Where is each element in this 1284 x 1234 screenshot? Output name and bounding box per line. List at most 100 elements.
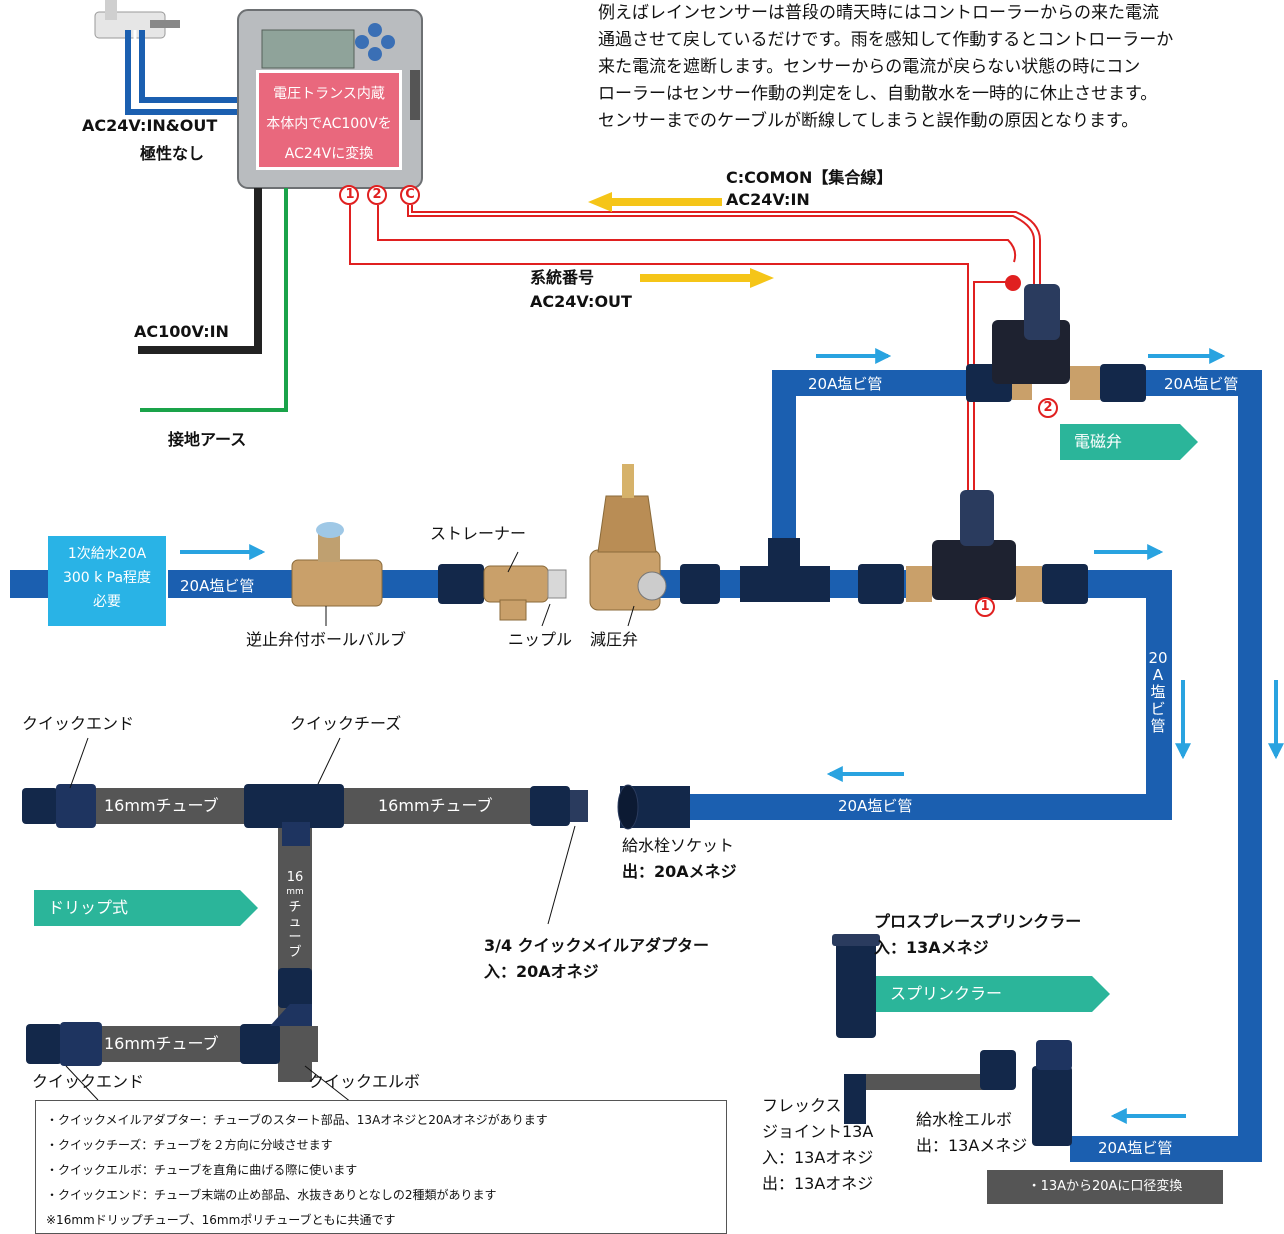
controller-box-line: AC24Vに変換 — [284, 146, 374, 162]
pipe-label-riser: 20A塩ビ管 — [804, 374, 887, 394]
nipple-icon — [547, 569, 567, 599]
tube-label-vertical: 16 mm チ ュ ー ブ — [285, 870, 305, 960]
paragraph-line: 来た電流を遮断します。センサーからの電流が戻らない状態の時にコン — [598, 57, 1141, 77]
quick-elbow-label: クイックエルボ — [308, 1072, 421, 1091]
terminal-1-label: 1 — [345, 187, 355, 202]
paragraph-line: ローラーはセンサー作動の判定をし、自動散水を一時的に休止させます。 — [598, 84, 1158, 104]
vchar: ー — [288, 930, 302, 945]
pipe-label-right-top: 20A塩ビ管 — [1160, 374, 1243, 394]
paragraph-line: センサーまでのケーブルが断線してしまうと誤作動の原因となります。 — [598, 111, 1139, 131]
pressure-reducing-valve-icon — [589, 464, 667, 611]
pipe-label-bottom-right: 20A塩ビ管 — [1094, 1138, 1177, 1158]
valve-1-number: 1 — [980, 599, 990, 614]
nipple-label: ニップル — [508, 630, 573, 649]
solenoid-valve-1-icon — [906, 490, 1088, 604]
note-line: ※16mmドリップチューブ、16mmポリチューブともに共通です — [46, 1213, 396, 1227]
controller-box-line: 電圧トランス内蔵 — [273, 86, 385, 102]
tag-sprinkler: スプリンクラー — [876, 976, 1110, 1012]
system-ac-label: AC24V:OUT — [530, 292, 632, 311]
sensor-cable — [125, 30, 240, 115]
tag-solenoid: 電磁弁 — [1060, 424, 1198, 460]
coupler — [278, 968, 312, 1008]
vchar: 20 — [1148, 649, 1168, 667]
tag-drip: ドリップ式 — [34, 890, 258, 926]
coupler — [680, 564, 720, 604]
note-line: ・クイックエルボ：チューブを直角に曲げる際に使います — [46, 1163, 358, 1177]
hydrant-elbow-icon — [980, 1040, 1072, 1146]
quick-elbow-icon — [240, 1004, 312, 1064]
vchar: A — [1152, 666, 1164, 684]
comon-ac-label: AC24V:IN — [726, 190, 810, 209]
supply-info-box: 1次給水20A 300 k Pa程度 必要 — [48, 536, 166, 626]
terminal-2-label: 2 — [372, 187, 382, 202]
diameter-conversion-note: ・13Aから20Aに口径変換 — [987, 1170, 1223, 1204]
pro-spray-sprinkler-icon — [832, 934, 880, 1038]
vchar: ビ — [1150, 700, 1166, 718]
tube-label-top-left: 16mmチューブ — [104, 796, 219, 815]
hydrant-socket-spec: 出：20Aメネジ — [622, 862, 737, 881]
tube-label-bottom: 16mmチューブ — [104, 1034, 219, 1053]
ground-label: 接地アース — [168, 430, 247, 449]
explanation-paragraph: 例えばレインセンサーは普段の晴天時にはコントローラーからの来た電流 通過させて戻… — [598, 0, 1173, 135]
vchar: 16 — [286, 870, 304, 885]
pipe-label-vertical: 20 A 塩 ビ 管 — [1148, 650, 1168, 735]
flex-joint-icon — [844, 1074, 986, 1124]
hydrant-socket-label: 給水栓ソケット — [622, 836, 735, 855]
pipe-label-inlet: 20A塩ビ管 — [176, 576, 259, 596]
quick-end-top-label: クイックエンド — [22, 714, 135, 733]
ac24-polarity-label: 極性なし — [140, 144, 205, 163]
ac100-label: AC100V:IN — [134, 322, 229, 341]
vchar: ブ — [288, 945, 302, 960]
flex-joint-label-4: 出：13Aオネジ — [762, 1174, 874, 1193]
coupler — [438, 564, 484, 604]
quick-end-top-icon — [22, 784, 96, 828]
wire-junction-dot — [1005, 275, 1021, 291]
quick-tees-icon — [244, 784, 344, 846]
strainer-label: ストレーナー — [430, 524, 527, 543]
ball-valve-label: 逆止弁付ボールバルブ — [246, 630, 407, 649]
sensor-cable-2 — [139, 30, 240, 103]
vchar: 管 — [1150, 717, 1166, 735]
supply-line: 1次給水20A — [67, 546, 147, 562]
solenoid-valve-2-icon — [966, 284, 1146, 402]
vchar: チ — [288, 900, 302, 915]
wire-terminal-2 — [377, 205, 1017, 263]
flex-joint-label-2: ジョイント13A — [762, 1122, 874, 1141]
output-arrow — [640, 268, 774, 288]
valve-2-number: 2 — [1043, 400, 1053, 415]
vchar: 塩 — [1150, 683, 1166, 701]
note-line: ・クイックメイルアダプター：チューブのスタート部品、13Aオネジと20Aオネジが… — [46, 1113, 548, 1127]
note-line: ・クイックチーズ：チューブを２方向に分岐させます — [46, 1138, 333, 1152]
tube-label-top-right: 16mmチューブ — [378, 796, 493, 815]
comon-arrow — [588, 192, 722, 212]
strainer-icon — [483, 565, 549, 621]
quick-end-bottom-label: クイックエンド — [32, 1072, 145, 1091]
flex-joint-label-1: フレックス — [762, 1096, 842, 1115]
comon-label: C:COMON【集合線】 — [726, 168, 893, 187]
terminal-markers — [339, 185, 1058, 617]
supply-line: 必要 — [93, 594, 121, 610]
pressure-valve-label: 減圧弁 — [590, 630, 639, 649]
pipe-label-return: 20A塩ビ管 — [834, 796, 917, 816]
controller-transformer-box: 電圧トランス内蔵 本体内でAC100Vを AC24Vに変換 — [256, 70, 402, 170]
note-line: ・クイックエンド：チューブ末端の止め部品、水抜きありとなしの2種類があります — [46, 1188, 497, 1202]
paragraph-line: 通過させて戻しているだけです。雨を感知して作動するとコントローラーか — [598, 30, 1174, 50]
rain-sensor-icon — [94, 0, 180, 39]
hydrant-elbow-label: 給水栓エルボ — [916, 1110, 1013, 1129]
wire-terminal-c — [411, 205, 1041, 300]
male-adapter-icon — [530, 786, 588, 826]
ac24-label: AC24V:IN&OUT — [82, 116, 218, 135]
terminal-c-label: C — [405, 187, 415, 202]
controller-box-line: 本体内でAC100Vを — [266, 116, 392, 132]
coupler — [858, 564, 904, 604]
notes-box: ・クイックメイルアダプター：チューブのスタート部品、13Aオネジと20Aオネジが… — [35, 1100, 727, 1234]
wire-terminal-1 — [349, 205, 969, 500]
system-number-label: 系統番号 — [530, 268, 595, 287]
flex-joint-label-3: 入：13Aオネジ — [762, 1148, 874, 1167]
vchar: ュ — [288, 915, 302, 930]
vchar: mm — [286, 887, 304, 897]
male-adapter-label: 3/4 クイックメイルアダプター — [484, 936, 710, 955]
male-adapter-spec: 入：20Aオネジ — [484, 962, 599, 981]
paragraph-line: 例えばレインセンサーは普段の晴天時にはコントローラーからの来た電流 — [598, 3, 1159, 23]
hydrant-socket-icon — [617, 784, 690, 830]
